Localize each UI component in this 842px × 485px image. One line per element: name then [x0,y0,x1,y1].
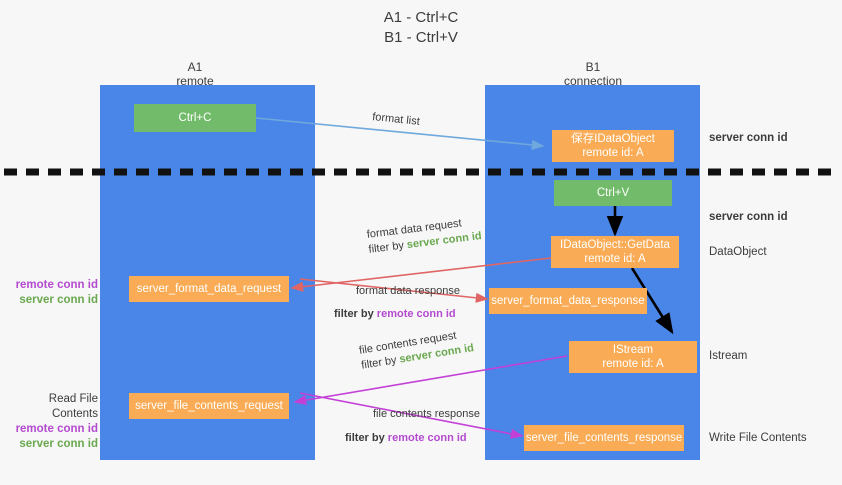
left-label-server-conn-id-mid: server conn id [19,294,98,306]
box-server-format-data-response[interactable]: server_format_data_response [489,288,647,314]
box-istream[interactable]: IStream remote id: A [569,341,697,373]
label-format-data-response-line1: format data response [356,285,460,297]
column-a1-sub: remote [176,74,214,88]
box-getdata[interactable]: IDataObject::GetData remote id: A [551,236,679,268]
box-ctrl-c[interactable]: Ctrl+C [134,104,256,132]
label-format-data-response-line2: filter by remote conn id [334,299,460,322]
box-save-idataobject-line1: 保存IDataObject [571,133,655,145]
label-fdres-value: remote conn id [376,308,456,320]
label-fdreq-prefix: filter by [367,239,408,256]
column-b1-name: B1 [585,60,601,74]
column-b1-sub: connection [563,74,623,88]
label-fdres-prefix: filter by [334,308,377,320]
label-file-contents-response: file contents response filter by remote … [345,407,480,446]
box-server-file-contents-request-label: server_file_contents_request [135,400,283,412]
title-line-2: B1 - Ctrl+V [384,29,458,46]
box-save-idataobject-line2: remote id: A [582,147,644,159]
label-format-data-request: format data request filter by server con… [366,214,483,258]
box-server-file-contents-response-label: server_file_contents_response [525,432,683,444]
column-header-b1: B1 connection [538,60,648,88]
box-istream-line2: remote id: A [602,358,664,370]
left-label-remote-conn-id-bottom: remote conn id [15,423,98,435]
right-label-istream: Istream [709,350,748,362]
box-save-idataobject[interactable]: 保存IDataObject remote id: A [552,130,674,162]
right-label-write-file-contents: Write File Contents [709,432,807,444]
box-getdata-line2: remote id: A [584,253,646,265]
phase-divider [4,168,838,176]
left-label-conn-ids-mid: remote conn id server conn id [8,278,98,308]
box-server-format-data-response-label: server_format_data_response [491,295,645,307]
box-server-format-data-request[interactable]: server_format_data_request [129,276,289,302]
label-fcres-value: remote conn id [387,432,467,444]
right-label-dataobject: DataObject [709,246,767,258]
column-header-a1: A1 remote [140,60,250,88]
left-label-server-conn-id-bottom: server conn id [19,438,98,450]
left-label-read-file-contents-group: Read File Contents remote conn id server… [4,392,98,452]
label-file-contents-response-line1: file contents response [373,408,481,420]
right-label-server-conn-id-top: server conn id [709,132,788,144]
box-server-file-contents-request[interactable]: server_file_contents_request [129,393,289,419]
label-format-list: format list [371,110,421,130]
column-a1-name: A1 [187,60,203,74]
label-fcres-prefix: filter by [345,432,388,444]
box-server-file-contents-response[interactable]: server_file_contents_response [524,425,684,451]
right-label-server-conn-id-mid: server conn id [709,211,788,223]
label-file-contents-request: file contents request filter by server c… [358,326,475,373]
box-ctrl-v-label: Ctrl+V [596,187,630,199]
box-server-format-data-request-label: server_format_data_request [136,283,282,295]
box-getdata-line1: IDataObject::GetData [560,239,670,251]
label-file-contents-response-line2: filter by remote conn id [345,422,480,446]
box-ctrl-c-label: Ctrl+C [178,112,212,124]
left-label-read-file-contents: Read File Contents [48,393,98,420]
page-title: A1 - Ctrl+C B1 - Ctrl+V [0,8,842,48]
label-format-data-response: format data response filter by remote co… [334,284,460,322]
box-istream-line1: IStream [612,344,654,356]
left-label-remote-conn-id-mid: remote conn id [15,279,98,291]
box-ctrl-v[interactable]: Ctrl+V [554,180,672,206]
label-format-list-text: format list [371,110,421,128]
title-line-1: A1 - Ctrl+C [383,9,459,26]
